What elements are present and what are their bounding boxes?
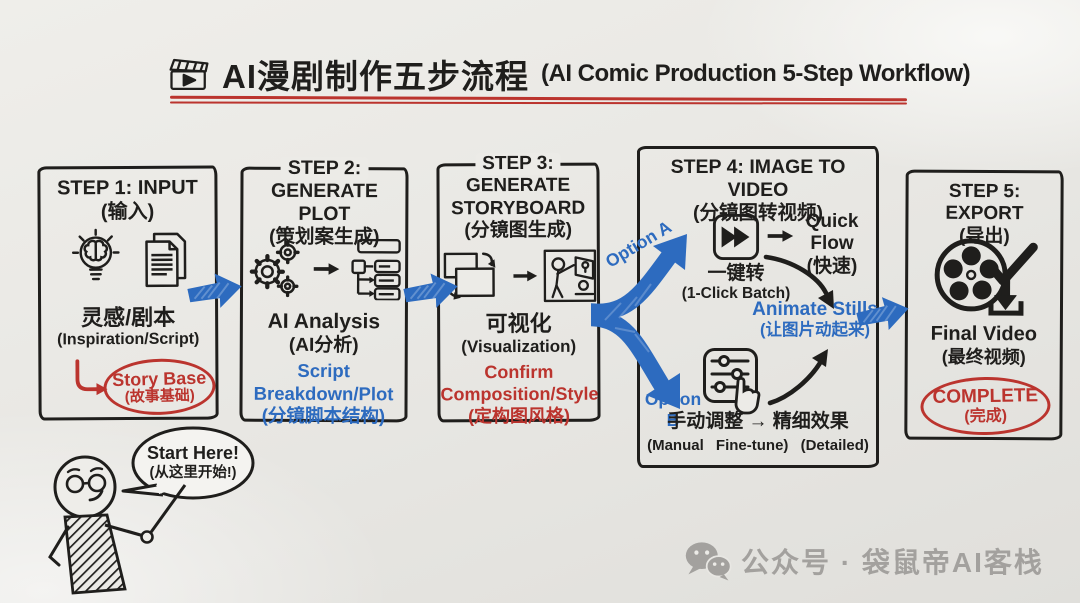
- step2-box: STEP 2: GENERATE PLOT (策划案生成): [239, 156, 409, 426]
- manual-finetune-en: (Manual Fine-tune) (Detailed): [647, 437, 869, 454]
- step2-caption: AI Analysis (AI分析): [267, 309, 381, 356]
- connector-arrow-step2-step3: [399, 264, 463, 318]
- story-base-arrow: [67, 357, 113, 401]
- fork-arrow-step3-step4: [591, 200, 717, 424]
- presenter-figure: [35, 423, 295, 603]
- curve-arrow-down-icon: [760, 251, 840, 315]
- manual-finetune-zh: 手动调整 → 精细效果: [667, 411, 849, 432]
- step1-box: STEP 1: INPUT (输入): [37, 165, 219, 421]
- storyboard-frames-icon: [440, 248, 506, 304]
- gears-icon: [244, 238, 306, 300]
- film-reel-export-icon: [908, 231, 1060, 322]
- step4-heading: STEP 4: IMAGE TO VIDEO (分镜图转视频): [670, 156, 846, 224]
- animate-stills-label: Animate Stills (让图片动起来): [752, 299, 878, 340]
- step3-box: STEP 3: GENERATE STORYBOARD (分镜图生成): [436, 152, 601, 426]
- title-english: (AI Comic Production 5-Step Workflow): [541, 60, 971, 87]
- connector-arrow-step4-step5: [852, 287, 915, 340]
- speech-bubble-text: Start Here! (从这里开始!): [146, 443, 240, 481]
- title-chinese: AI漫剧制作五步流程: [222, 58, 529, 95]
- idea-bulb-brain-icon: [67, 227, 125, 293]
- watermark-text: 公众号 · 袋鼠帝AI客栈: [741, 547, 1044, 578]
- step4-box: STEP 4: IMAGE TO VIDEO (分镜图转视频) Quick Fl…: [637, 146, 879, 468]
- step2-icons: [243, 238, 405, 301]
- story-base-badge: Story Base (故事基础): [102, 357, 217, 417]
- title-underline: [169, 95, 908, 106]
- one-click-label: 一键转 (1-Click Batch): [681, 263, 791, 303]
- step3-heading: STEP 3: GENERATE STORYBOARD (分镜图生成): [451, 152, 586, 242]
- scene-visualization-icon: [542, 249, 596, 303]
- arrow-right-icon: [511, 267, 537, 285]
- step2-heading: STEP 2: GENERATE PLOT (策划案生成): [268, 156, 380, 249]
- step3-caption: 可视化 (Visualization): [461, 310, 577, 357]
- step2-accent-text: Script Breakdown/Plot (分镜脚本结构): [253, 359, 394, 427]
- complete-badge: COMPLETE (完成): [920, 375, 1051, 437]
- step5-caption: Final Video (最终视频): [930, 322, 1038, 367]
- clapperboard-icon: [168, 54, 210, 94]
- manual-sliders-icon: [702, 347, 768, 417]
- script-document-icon: [141, 230, 189, 290]
- connector-arrow-step1-step2: [183, 264, 247, 318]
- wechat-icon: [684, 540, 732, 582]
- fast-forward-icon: [712, 213, 760, 261]
- page-title: AI漫剧制作五步流程 (AI Comic Production 5-Step W…: [168, 50, 971, 98]
- plot-structure-icon: [346, 238, 404, 301]
- step3-accent-text: Confirm Composition/Style (定构图风格): [440, 361, 599, 427]
- step3-icons: [440, 248, 597, 305]
- curve-arrow-up-icon: [762, 345, 834, 409]
- step1-heading: STEP 1: INPUT (输入): [57, 176, 198, 223]
- arrow-right-icon: [312, 260, 340, 278]
- step1-icons: [41, 227, 215, 294]
- arrow-right-icon: [766, 227, 794, 245]
- watermark: 公众号 · 袋鼠帝AI客栈: [684, 540, 1044, 582]
- quick-flow-label: Quick Flow (快速): [805, 211, 859, 277]
- step5-box: STEP 5: EXPORT (导出) Final Video (最终视频): [904, 169, 1064, 441]
